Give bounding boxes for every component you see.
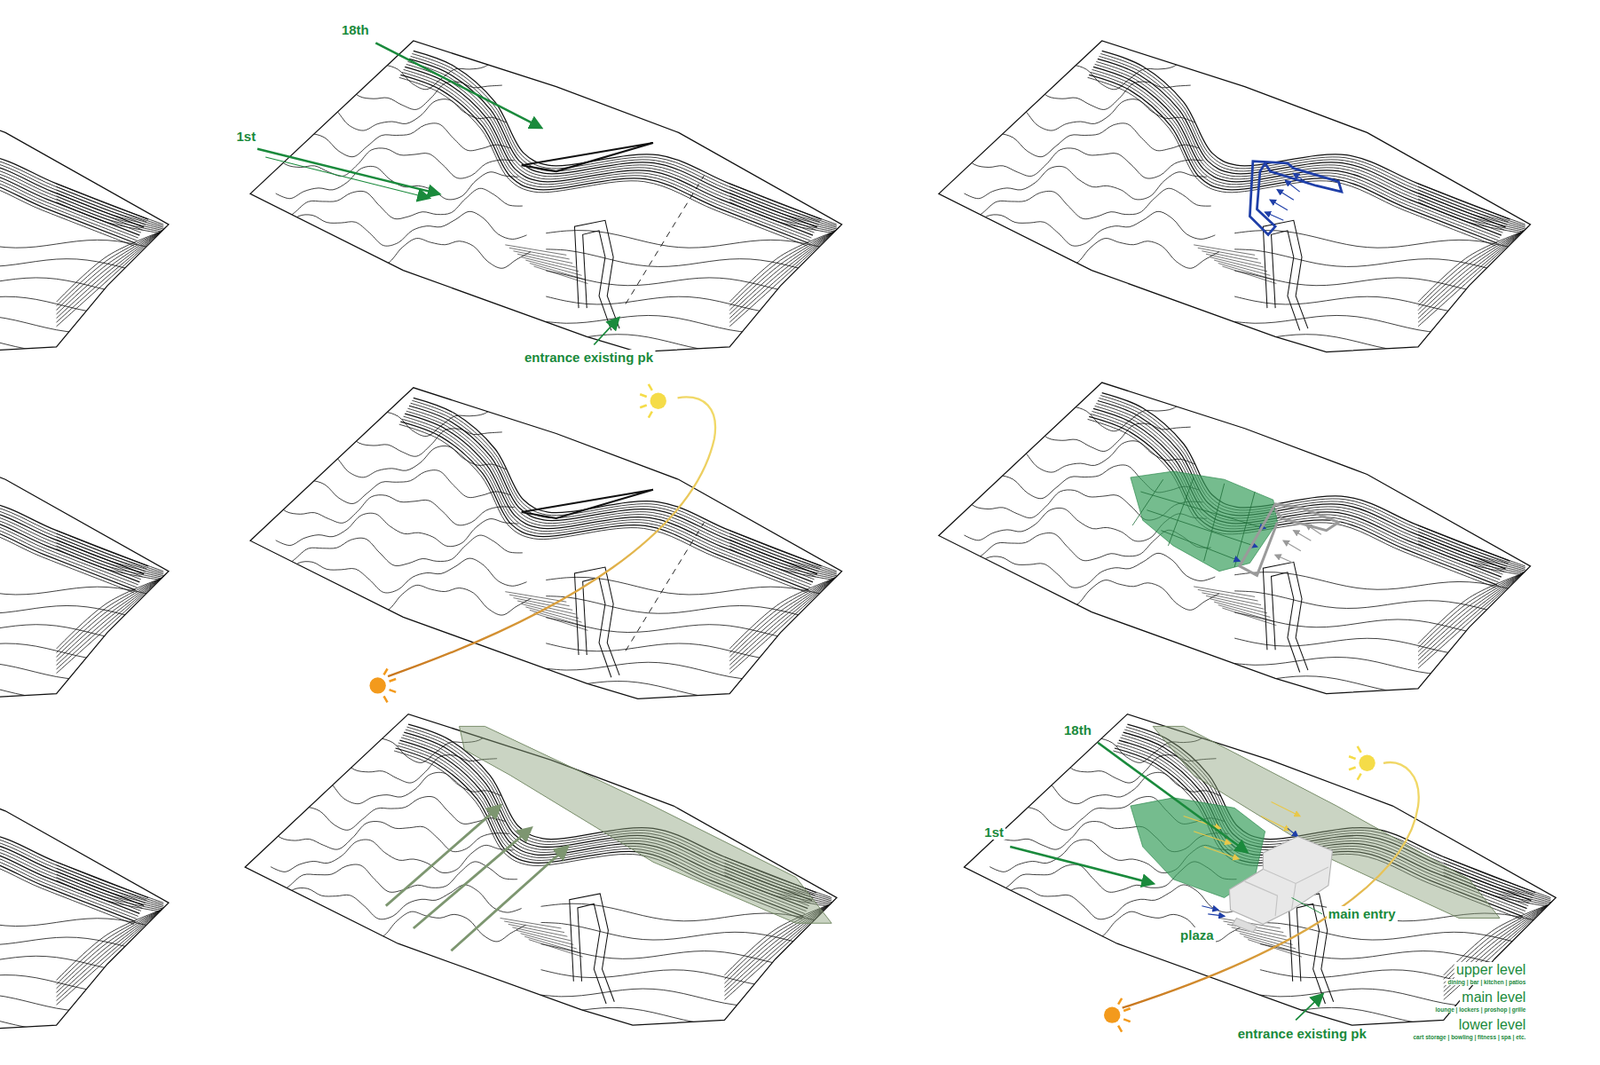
direction-arrow xyxy=(1275,554,1294,563)
direction-arrow xyxy=(1285,180,1301,192)
direction-arrow xyxy=(265,157,429,198)
direction-arrow xyxy=(1283,540,1301,551)
program-note: cart storage | bowling | fitness | spa |… xyxy=(1411,1033,1529,1041)
site-label: 18th xyxy=(339,22,371,38)
direction-arrow xyxy=(1193,831,1230,844)
direction-arrow xyxy=(1269,199,1288,210)
contour-map xyxy=(0,40,169,353)
direction-arrow xyxy=(1276,189,1293,200)
contour-map xyxy=(938,40,1531,353)
program-note: dining | bar | kitchen | patios xyxy=(1446,978,1529,986)
sun-symbol xyxy=(369,669,396,703)
site-label: main level xyxy=(1459,989,1528,1006)
direction-arrow xyxy=(1271,801,1301,816)
contour-map xyxy=(250,40,843,353)
sun-symbol xyxy=(639,384,667,418)
direction-arrow xyxy=(1293,530,1312,541)
direction-arrow xyxy=(1287,827,1298,836)
sun-path xyxy=(387,397,716,678)
direction-arrow xyxy=(1306,524,1322,535)
site-label: entrance existing pk xyxy=(1236,1025,1369,1041)
direction-arrow xyxy=(1295,994,1323,1021)
contour-map xyxy=(964,714,1557,1026)
direction-arrow xyxy=(375,42,541,127)
site-label: plaza xyxy=(1178,927,1216,943)
direction-arrow xyxy=(593,318,619,346)
direction-arrow xyxy=(1146,510,1257,547)
site-label: entrance existing pk xyxy=(522,349,655,365)
direction-arrow xyxy=(1261,816,1290,831)
program-note: lounge | lockers | proshop | grille xyxy=(1433,1006,1528,1013)
contour-map xyxy=(938,382,1531,694)
site-label: 1st xyxy=(234,128,258,144)
site-label: main entry xyxy=(1326,906,1398,922)
direction-arrow xyxy=(1160,530,1240,561)
direction-arrow xyxy=(1204,846,1239,860)
sun-path xyxy=(1122,762,1419,1009)
analysis-overlay xyxy=(257,42,1500,1032)
direction-arrow xyxy=(1009,846,1153,883)
direction-arrow xyxy=(1265,212,1285,221)
direction-arrow xyxy=(1207,914,1224,916)
site-label: lower level xyxy=(1457,1016,1529,1033)
sun-symbol xyxy=(1348,746,1376,781)
contour-map xyxy=(244,714,837,1026)
site-label: upper level xyxy=(1454,961,1528,978)
direction-arrow xyxy=(1140,491,1265,529)
direction-arrow xyxy=(413,827,531,929)
direction-arrow xyxy=(450,846,568,951)
direction-arrow xyxy=(386,805,501,907)
direction-arrow xyxy=(257,149,440,195)
sun-symbol xyxy=(1103,998,1131,1033)
direction-arrow xyxy=(1097,742,1247,852)
site-label: 18th xyxy=(1062,722,1094,738)
site-label: 1st xyxy=(982,824,1006,840)
contour-map xyxy=(0,718,169,1031)
direction-arrow xyxy=(1293,173,1309,183)
contour-map xyxy=(250,387,843,700)
contour-map xyxy=(0,387,169,700)
direction-arrow xyxy=(1201,906,1218,911)
